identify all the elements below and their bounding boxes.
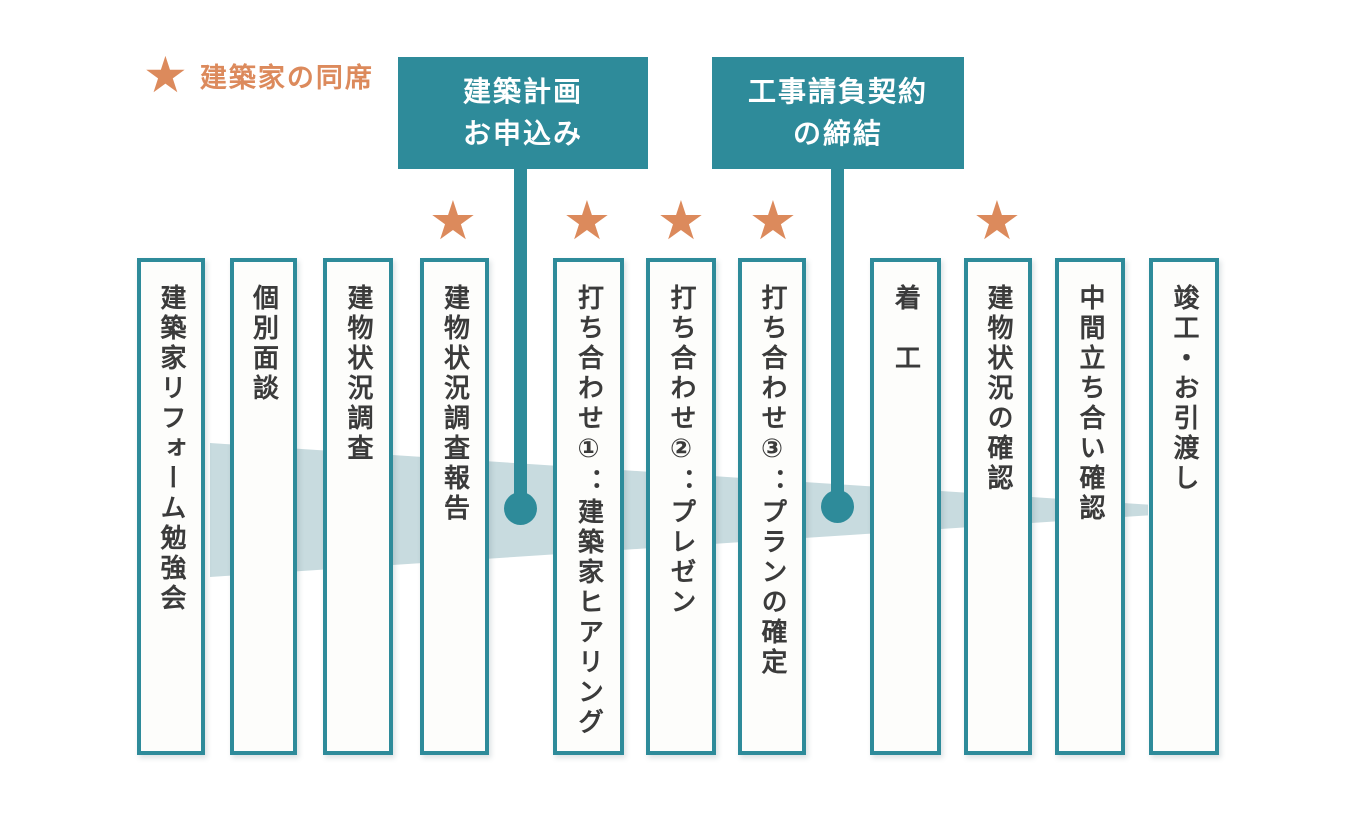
contract-callout-line1: 工事請負契約 — [747, 75, 928, 108]
step-label: 打ち合わせ③：プランの確定 — [757, 284, 787, 678]
application-connector-dot — [504, 492, 537, 525]
application-callout-line1: 建築計画 — [462, 75, 583, 108]
star-icon: ★ — [428, 189, 478, 252]
step-label: 建物状況調査 — [343, 284, 373, 464]
step-bar-meeting3-plan-fix: 打ち合わせ③：プランの確定 — [738, 258, 806, 755]
contract-connector-line — [831, 167, 844, 507]
star-icon: ★ — [972, 189, 1022, 252]
step-label: 打ち合わせ①：建築家ヒアリング — [573, 284, 604, 738]
step-bar-meeting1-hearing: 打ち合わせ①：建築家ヒアリング — [553, 258, 624, 755]
step-label: 建物状況の確認 — [983, 284, 1013, 494]
star-icon: ★ — [143, 46, 188, 104]
application-callout: 建築計画 お申込み — [398, 57, 648, 169]
step-label: 着 工 — [890, 284, 921, 374]
step-bar-survey-report: 建物状況調査報告 — [420, 258, 489, 755]
step-bar-study-session: 建築家リフォーム勉強会 — [137, 258, 205, 755]
step-label: 竣工・お引渡し — [1169, 284, 1199, 494]
step-bar-interim-check: 中間立ち合い確認 — [1055, 258, 1125, 755]
step-bar-construction-start: 着 工 — [870, 258, 941, 755]
contract-callout: 工事請負契約 の締結 — [712, 57, 964, 169]
application-callout-line2: お申込み — [462, 117, 583, 150]
step-bar-condition-check: 建物状況の確認 — [964, 258, 1032, 755]
step-label: 個別面談 — [248, 284, 279, 404]
step-label: 建築家リフォーム勉強会 — [156, 284, 186, 614]
application-connector-line — [514, 167, 527, 509]
contract-callout-line2: の締結 — [792, 117, 883, 150]
star-icon: ★ — [562, 189, 612, 252]
star-icon: ★ — [656, 189, 706, 252]
legend: ★ 建築家の同席 — [143, 50, 374, 100]
step-label: 中間立ち合い確認 — [1075, 284, 1105, 524]
step-label: 建物状況調査報告 — [439, 284, 470, 524]
step-bar-meeting2-presentation: 打ち合わせ②：プレゼン — [646, 258, 716, 755]
star-icon: ★ — [748, 189, 798, 252]
step-bar-building-survey: 建物状況調査 — [323, 258, 393, 755]
contract-connector-dot — [821, 490, 854, 523]
step-bar-completion-handover: 竣工・お引渡し — [1149, 258, 1219, 755]
legend-label: 建築家の同席 — [199, 62, 374, 94]
step-bar-individual-interview: 個別面談 — [230, 258, 297, 755]
step-label: 打ち合わせ②：プレゼン — [666, 284, 696, 618]
